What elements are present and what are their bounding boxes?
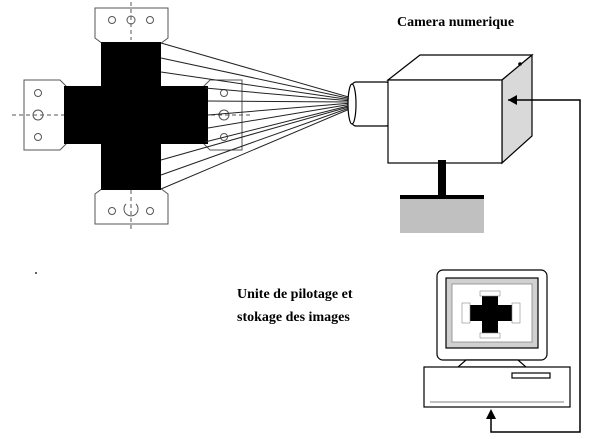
- bottom-grip: [94, 187, 169, 230]
- control-unit-label-line2: stokage des images: [237, 310, 350, 325]
- left-grip: [12, 79, 67, 151]
- camera-stand-post: [438, 160, 446, 196]
- cable-arrowhead-camera: [508, 95, 517, 105]
- camera-body-front: [387, 79, 503, 164]
- control-unit-label-line1: Unite de pilotage et: [237, 287, 353, 302]
- camera-sight-lines: [160, 42, 353, 190]
- cross-specimen: [64, 42, 208, 190]
- cable-arrowhead-computer: [486, 409, 496, 419]
- disk-drive-slot: [511, 372, 551, 379]
- cruciform-specimen-assembly: [12, 2, 250, 230]
- connection-cable: [490, 99, 581, 433]
- top-grip: [94, 2, 169, 45]
- camera-label: Camera numerique: [397, 15, 515, 30]
- right-grip: [203, 79, 250, 151]
- control-computer: [423, 269, 571, 408]
- camera-lens: [351, 81, 391, 127]
- camera-stand-base: [400, 199, 484, 233]
- digital-camera: [347, 53, 534, 233]
